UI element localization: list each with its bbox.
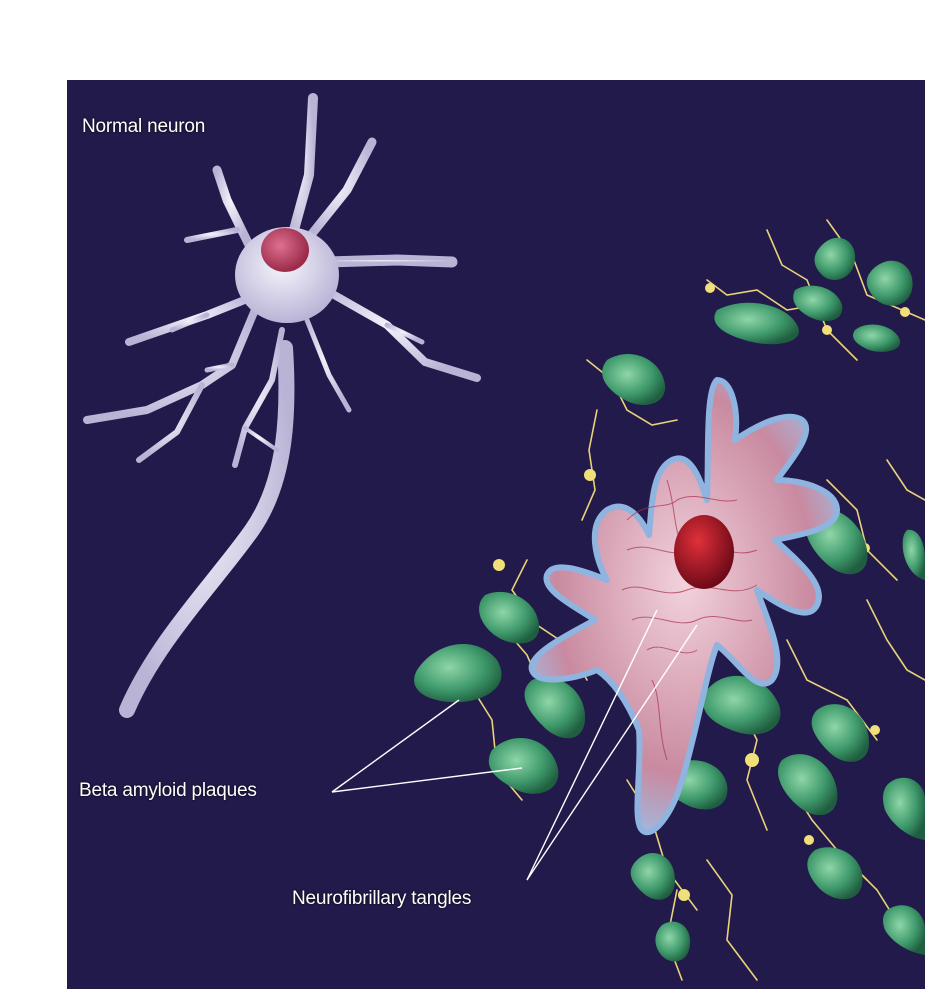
normal-neuron-nucleus	[261, 228, 309, 272]
normal-neuron	[87, 98, 477, 710]
label-beta-amyloid-plaques: Beta amyloid plaques	[79, 780, 257, 802]
alzheimers-neuron-illustration: Normal neuron Beta amyloid plaques Neuro…	[67, 80, 925, 989]
label-neurofibrillary-tangles: Neurofibrillary tangles	[292, 888, 471, 910]
label-normal-neuron: Normal neuron	[82, 116, 205, 138]
diseased-neuron-nucleus	[674, 515, 734, 589]
illustration-svg	[67, 80, 925, 989]
